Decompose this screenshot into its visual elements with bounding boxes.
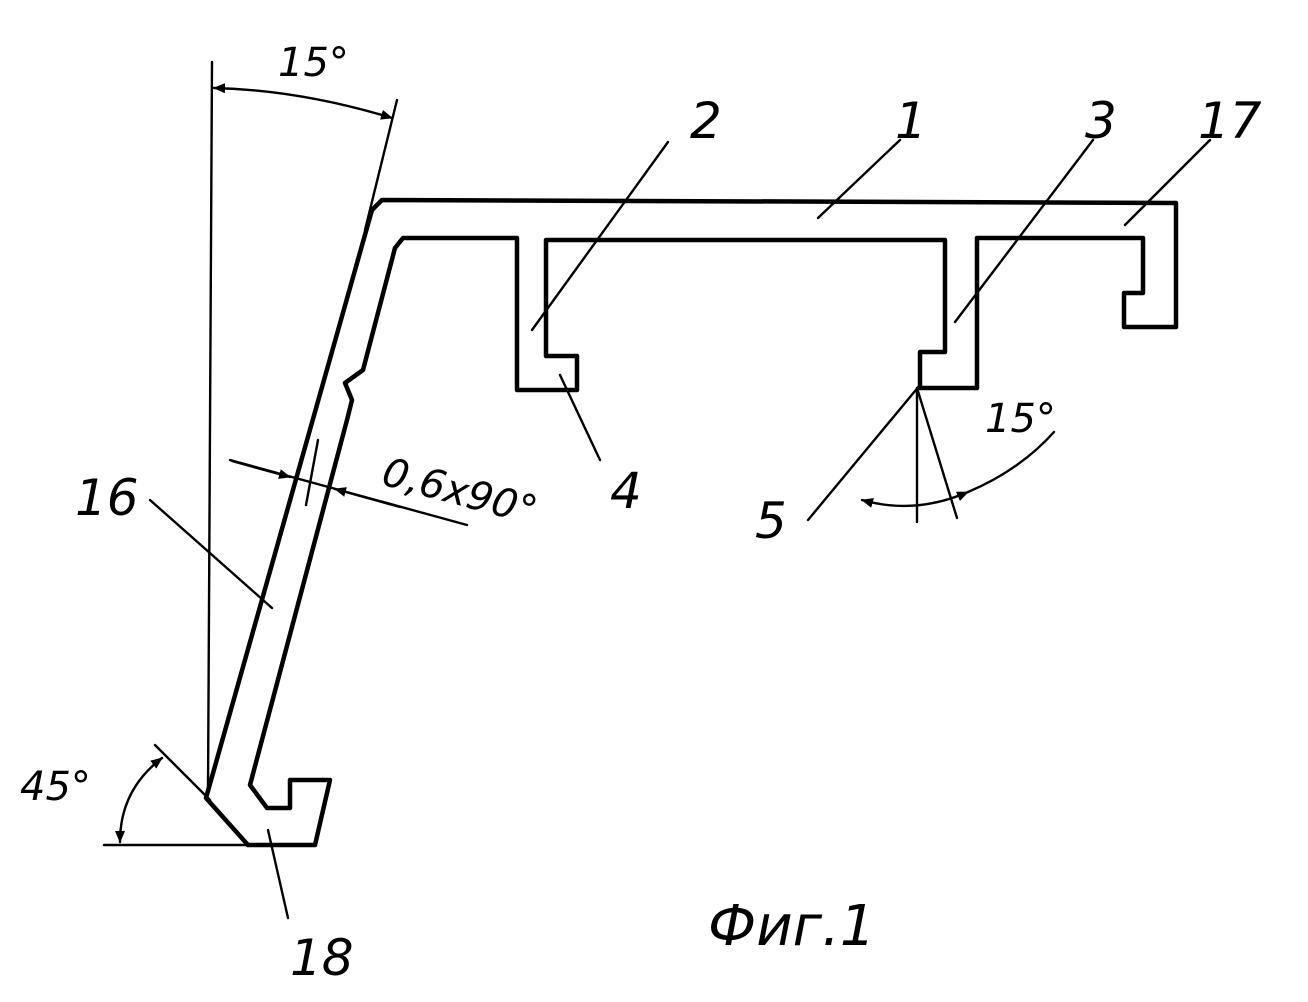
figure-caption: Фиг.1 [708,894,875,959]
chamfer-arrow-left [232,461,290,477]
label-1: 1 [895,92,927,150]
leader-2 [532,142,668,330]
angle-label-top: 15° [278,40,349,86]
label-17: 17 [1198,92,1262,150]
inclined-reference-line [365,100,397,230]
label-18: 18 [290,929,354,987]
wall-hatch-mark [306,440,318,505]
label-4: 4 [610,462,642,520]
angle-label-right: 15° [985,396,1056,442]
angle-arc-top [214,88,392,118]
leader-3 [955,140,1093,322]
vertical-reference-line [208,62,212,790]
label-3: 3 [1085,92,1117,150]
angle-arc-bottom-left [120,758,162,842]
label-5: 5 [755,492,787,550]
leader-17 [1125,140,1210,225]
profile-outline [206,200,1176,845]
leader-16 [150,500,272,608]
label-2: 2 [690,92,722,150]
leader-4 [560,375,600,460]
label-16: 16 [75,469,139,527]
chamfer-45-extension-line [155,745,210,800]
angle-label-bottom-left: 45° [20,764,91,810]
leader-1 [818,140,900,218]
